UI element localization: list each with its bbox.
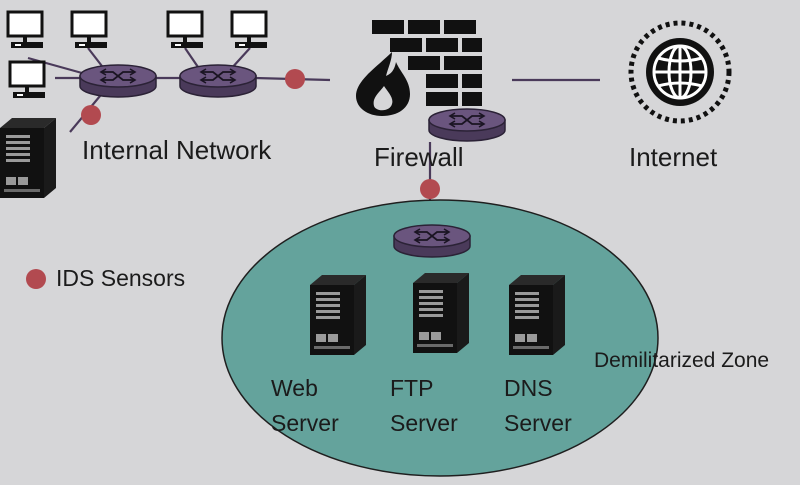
dns-server-icon (509, 275, 565, 355)
ftp-server-label-line1: FTP (390, 375, 434, 401)
ids-sensors (26, 69, 440, 289)
workstation-computer-icon (166, 10, 205, 50)
ids-sensor-dot (420, 179, 440, 199)
ids-sensors-legend-label: IDS Sensors (56, 265, 186, 291)
dns-server-label-line1: DNS (504, 375, 553, 401)
legend-ids-sensor-dot (26, 269, 46, 289)
internal-server-icon (0, 118, 56, 198)
dmz-label: Demilitarized Zone (594, 349, 770, 372)
firewall-label: Firewall (374, 142, 464, 172)
web-server-icon (310, 275, 366, 355)
firewall-router-icon (428, 108, 506, 142)
workstation-computer-icon (6, 10, 45, 50)
dmz-router-icon (393, 224, 471, 258)
web-server-label-line2: Server (271, 410, 339, 436)
firewall-icon (356, 20, 482, 116)
internal-network-label: Internal Network (82, 135, 272, 165)
ids-sensor-dot (285, 69, 305, 89)
workstation-computer-icon (8, 60, 47, 100)
internet-label: Internet (629, 142, 718, 172)
ids-sensor-dot (81, 105, 101, 125)
router-icon (179, 64, 257, 98)
workstation-computer-icon (70, 10, 109, 50)
workstation-computer-icon (230, 10, 269, 50)
ftp-server-icon (413, 273, 469, 353)
web-server-label-line1: Web (271, 375, 318, 401)
globe-icon (628, 20, 732, 124)
router-icon (79, 64, 157, 98)
ftp-server-label-line2: Server (390, 410, 458, 436)
dns-server-label-line2: Server (504, 410, 572, 436)
